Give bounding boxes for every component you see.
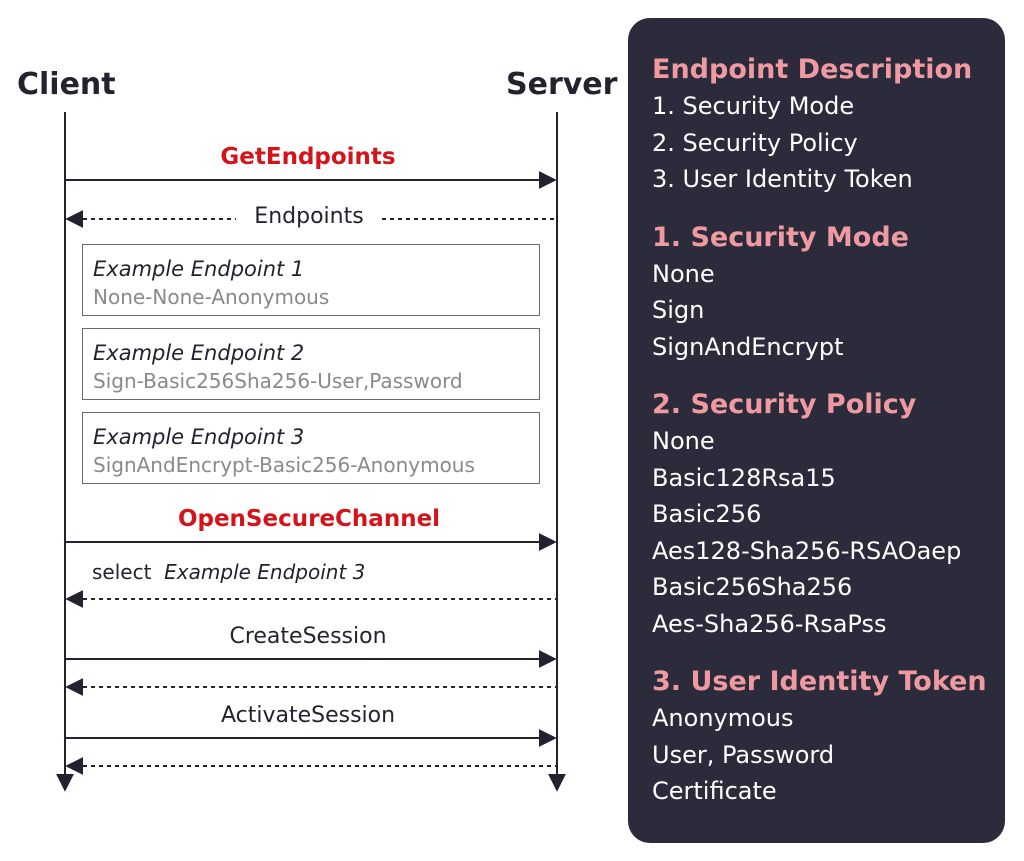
panel-item: None	[652, 259, 715, 288]
panel-item: Basic256	[652, 500, 762, 528]
panel-item: Anonymous	[652, 704, 794, 732]
panel-item: Sign	[652, 296, 705, 324]
endpoint-box-3: Example Endpoint 3 SignAndEncrypt-Basic2…	[82, 412, 540, 484]
endpoint-title: Example Endpoint 1	[93, 257, 305, 281]
panel-item: Basic256Sha256	[652, 573, 853, 601]
panel-item: User, Password	[652, 740, 835, 769]
panel-item: 1. Security Mode	[652, 92, 855, 120]
get-endpoints-label: GetEndpoints	[220, 144, 396, 170]
panel-item: Aes128-Sha256-RSAOaep	[652, 536, 962, 565]
select-prefix: select	[92, 560, 152, 584]
security-policy-section: 2. Security Policy None Basic128Rsa15 Ba…	[652, 387, 1005, 642]
panel-item: 2. Security Policy	[652, 128, 858, 157]
panel-item: SignAndEncrypt	[652, 332, 844, 361]
panel-heading: 1. Security Mode	[652, 221, 909, 253]
endpoint-value: SignAndEncrypt-Basic256-Anonymous	[93, 453, 475, 477]
sequence-diagram	[56, 112, 566, 792]
server-actor-label: Server	[506, 67, 618, 102]
panel-heading: 3. User Identity Token	[652, 666, 987, 697]
endpoint-box-2: Example Endpoint 2 Sign-Basic256Sha256-U…	[82, 328, 540, 400]
panel-heading: 2. Security Policy	[652, 389, 917, 420]
panel-item: Aes-Sha256-RsaPss	[652, 609, 887, 638]
description-section: Endpoint Description 1. Security Mode 2.…	[652, 52, 1005, 198]
panel-item: 3. User Identity Token	[652, 165, 913, 193]
endpoints-label: Endpoints	[254, 204, 364, 229]
endpoint-title: Example Endpoint 2	[93, 341, 305, 365]
user-identity-token-section: 3. User Identity Token Anonymous User, P…	[652, 664, 1005, 810]
security-mode-section: 1. Security Mode None Sign SignAndEncryp…	[652, 220, 1005, 366]
create-session-label: CreateSession	[229, 624, 387, 649]
endpoint-value: Sign-Basic256Sha256-User,Password	[93, 369, 463, 393]
panel-heading: Endpoint Description	[652, 54, 973, 85]
select-endpoint-note: select Example Endpoint 3	[92, 560, 365, 584]
panel-item: Certificate	[652, 777, 777, 805]
client-actor-label: Client	[17, 67, 116, 102]
activate-session-label: ActivateSession	[220, 703, 396, 728]
endpoint-value: None-None-Anonymous	[93, 285, 330, 309]
endpoint-box-1: Example Endpoint 1 None-None-Anonymous	[82, 244, 540, 316]
endpoint-description-panel: Endpoint Description 1. Security Mode 2.…	[628, 18, 1005, 843]
panel-item: Basic128Rsa15	[652, 463, 836, 492]
panel-item: None	[652, 427, 715, 455]
select-target: Example Endpoint 3	[164, 560, 366, 584]
endpoint-title: Example Endpoint 3	[93, 425, 305, 449]
open-secure-channel-label: OpenSecureChannel	[177, 506, 441, 532]
